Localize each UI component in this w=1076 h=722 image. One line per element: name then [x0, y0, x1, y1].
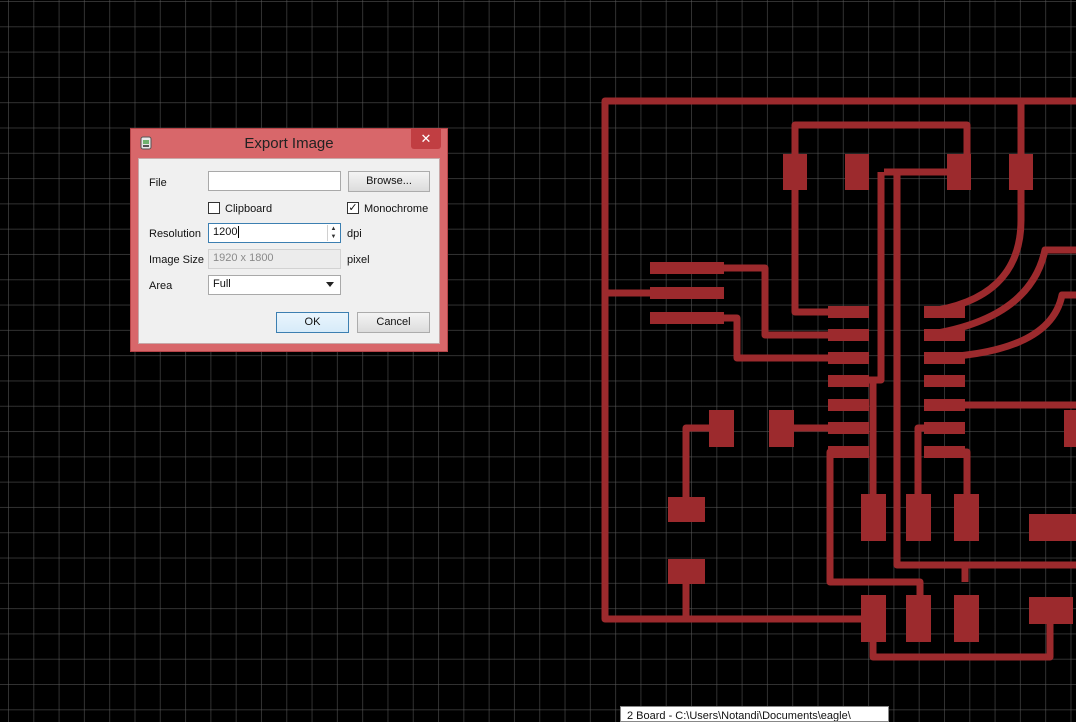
resolution-value: 1200: [213, 226, 238, 238]
close-icon: ✕: [420, 131, 432, 146]
resolution-label: Resolution: [149, 228, 201, 240]
pcb-traces: [601, 97, 1076, 661]
image-size-field: 1920 x 1800: [208, 249, 341, 269]
image-size-unit: pixel: [347, 254, 370, 266]
area-label: Area: [149, 280, 173, 292]
ok-button[interactable]: OK: [276, 312, 349, 333]
file-input[interactable]: [208, 171, 341, 191]
resolution-unit: dpi: [347, 228, 362, 240]
monochrome-label: Monochrome: [364, 203, 429, 215]
dialog-titlebar[interactable]: Export Image ✕: [131, 129, 447, 158]
browse-button[interactable]: Browse...: [348, 171, 430, 192]
dialog-body: File Browse... Clipboard ✓ Monochrome Re…: [138, 158, 440, 344]
chevron-down-icon: [326, 282, 334, 287]
monochrome-checkbox[interactable]: ✓: [347, 202, 359, 214]
pcb-pads: [650, 154, 1076, 642]
status-tooltip: 2 Board - C:\Users\Notandi\Documents\eag…: [620, 706, 889, 722]
cancel-button[interactable]: Cancel: [357, 312, 430, 333]
dialog-title: Export Image: [244, 135, 334, 152]
area-selected-value: Full: [213, 278, 231, 290]
resolution-input[interactable]: 1200 ▲▼: [208, 223, 341, 243]
close-button[interactable]: ✕: [411, 129, 441, 149]
export-image-dialog: Export Image ✕ File Browse... Clipboard …: [130, 128, 448, 352]
spinner-arrows-icon[interactable]: ▲▼: [327, 225, 339, 241]
image-size-label: Image Size: [149, 254, 205, 266]
clipboard-checkbox[interactable]: [208, 202, 220, 214]
clipboard-label: Clipboard: [225, 203, 273, 215]
area-select[interactable]: Full: [208, 275, 341, 295]
file-label: File: [149, 177, 167, 189]
check-icon: ✓: [348, 202, 358, 214]
eagle-app-icon: [140, 136, 152, 150]
